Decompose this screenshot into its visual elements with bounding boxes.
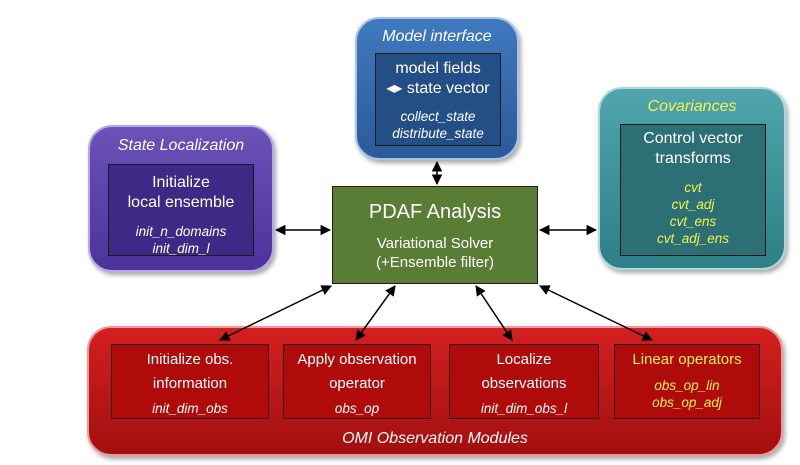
pdaf-analysis-box: PDAF Analysis Variational Solver (+Ensem…: [332, 186, 538, 284]
localize-observations-box: Localize observations init_dim_obs_l: [449, 344, 599, 419]
fn-obs-op: obs_op: [334, 401, 380, 416]
pdaf-analysis-title: PDAF Analysis: [368, 201, 502, 223]
fn-cvt-adj: cvt_adj: [671, 197, 715, 212]
state-localization-line1: Initialize: [152, 174, 210, 191]
covariances-line2: transforms: [655, 150, 731, 167]
state-localization-title: State Localization: [117, 137, 245, 154]
initialize-obs-information-box: Initialize obs. information init_dim_obs: [111, 344, 269, 419]
fn-cvt: cvt: [684, 180, 702, 195]
obs-module-1-line2: information: [152, 375, 228, 392]
obs-module-1-line1: Initialize obs.: [146, 351, 234, 368]
omi-title: OMI Observation Modules: [342, 430, 528, 447]
omi-observation-modules-panel: Initialize obs. information init_dim_obs…: [87, 326, 783, 456]
model-interface-title: Model interface: [382, 28, 492, 45]
fn-init-n-domains: init_n_domains: [135, 224, 227, 239]
initialize-local-ensemble-box: Initialize local ensemble init_n_domains…: [108, 164, 254, 256]
obs-module-3-line1: Localize: [496, 351, 552, 368]
fn-init-dim-l: init_dim_l: [152, 241, 210, 256]
model-fields-box: model fields ◂▸ state vector collect_sta…: [375, 53, 501, 146]
control-vector-transforms-box: Control vector transforms cvt cvt_adj cv…: [620, 124, 766, 256]
arrow-pdaf-localize-obs: [475, 285, 513, 341]
fn-cvt-ens: cvt_ens: [669, 214, 717, 229]
fn-init-dim-obs: init_dim_obs: [152, 401, 228, 416]
state-localization-panel: State Localization Initialize local ense…: [88, 125, 274, 272]
pdaf-analysis-line2: (+Ensemble filter): [376, 254, 494, 271]
pdaf-analysis-line1: Variational Solver: [376, 235, 494, 252]
apply-observation-operator-box: Apply observation operator obs_op: [283, 344, 431, 419]
model-interface-line1: model fields: [395, 60, 481, 77]
model-interface-line2: ◂▸ state vector: [386, 80, 490, 97]
state-localization-line2: local ensemble: [127, 194, 235, 211]
fn-collect-state: collect_state: [400, 109, 476, 124]
arrow-pdaf-linear-operators: [539, 285, 653, 341]
covariances-line1: Control vector: [643, 130, 743, 147]
fn-obs-op-lin: obs_op_lin: [654, 378, 720, 393]
arrow-pdaf-apply-obs: [355, 285, 396, 341]
fn-distribute-state: distribute_state: [392, 126, 484, 141]
arrow-pdaf-init-obs: [219, 285, 332, 341]
obs-module-4-line1: Linear operators: [632, 351, 742, 368]
obs-module-2-line1: Apply observation: [297, 351, 417, 368]
fn-cvt-adj-ens: cvt_adj_ens: [656, 231, 730, 246]
fn-obs-op-adj: obs_op_adj: [652, 395, 722, 410]
linear-operators-box: Linear operators obs_op_lin obs_op_adj: [614, 344, 760, 419]
obs-module-3-line2: observations: [481, 375, 567, 392]
obs-module-2-line2: operator: [329, 375, 385, 392]
model-interface-panel: Model interface model fields ◂▸ state ve…: [355, 17, 519, 160]
fn-init-dim-obs-l: init_dim_obs_l: [480, 401, 568, 416]
covariances-panel: Covariances Control vector transforms cv…: [598, 87, 786, 270]
covariances-title: Covariances: [647, 98, 737, 115]
